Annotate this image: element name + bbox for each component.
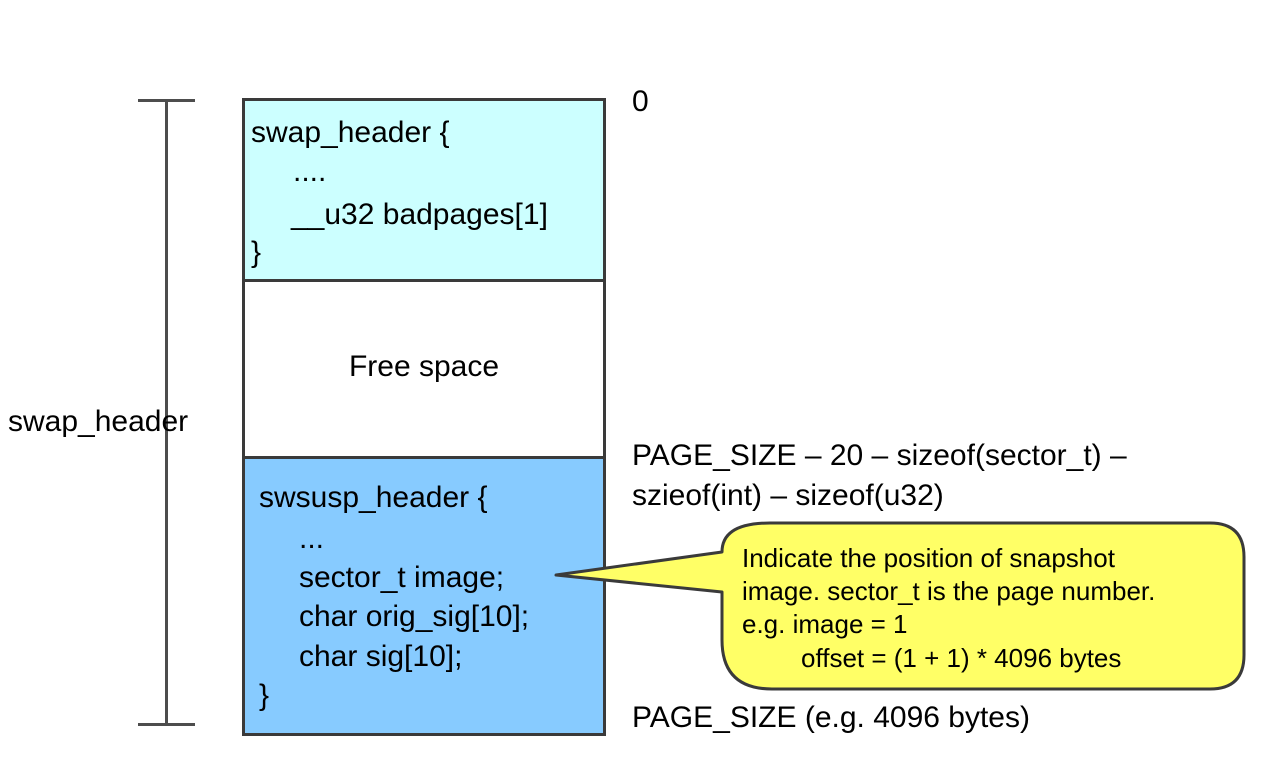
side-label: swap_header (8, 405, 189, 438)
code-line: swsusp_header { (259, 481, 488, 514)
offset-start-label: 0 (632, 85, 649, 118)
code-line: } (251, 236, 262, 269)
callout-line: e.g. image = 1 (742, 609, 908, 639)
code-line: char orig_sig[10]; (299, 600, 530, 633)
code-line: __u32 badpages[1] (291, 198, 548, 231)
swap-header-block: swap_header { .... __u32 badpages[1] } (245, 101, 603, 282)
code-line: char sig[10]; (299, 640, 463, 673)
swsusp-header-block: swsusp_header { ... sector_t image; char… (245, 459, 603, 733)
free-space-block: Free space (245, 282, 603, 459)
code-line: sector_t image; (299, 561, 505, 594)
callout-line: offset = (1 + 1) * 4096 bytes (801, 643, 1122, 673)
code-line: swap_header { (251, 116, 450, 149)
code-line: .... (293, 155, 327, 188)
bracket-top-tick (138, 99, 195, 102)
offset-swsusp-label-2: szieof(int) – sizeof(u32) (632, 479, 944, 512)
offset-end-label: PAGE_SIZE (e.g. 4096 bytes) (632, 701, 1030, 734)
bracket-line (165, 99, 168, 725)
code-line: ... (299, 522, 325, 555)
offset-swsusp-label-1: PAGE_SIZE – 20 – sizeof(sector_t) – (632, 439, 1127, 472)
swap-layout: swap_header { .... __u32 badpages[1] } F… (242, 98, 606, 736)
bracket-bottom-tick (138, 723, 195, 726)
free-space-label: Free space (348, 350, 500, 383)
callout-line: Indicate the position of snapshot (742, 543, 1115, 573)
callout-line: image. sector_t is the page number. (742, 576, 1156, 606)
code-line: } (259, 679, 270, 712)
